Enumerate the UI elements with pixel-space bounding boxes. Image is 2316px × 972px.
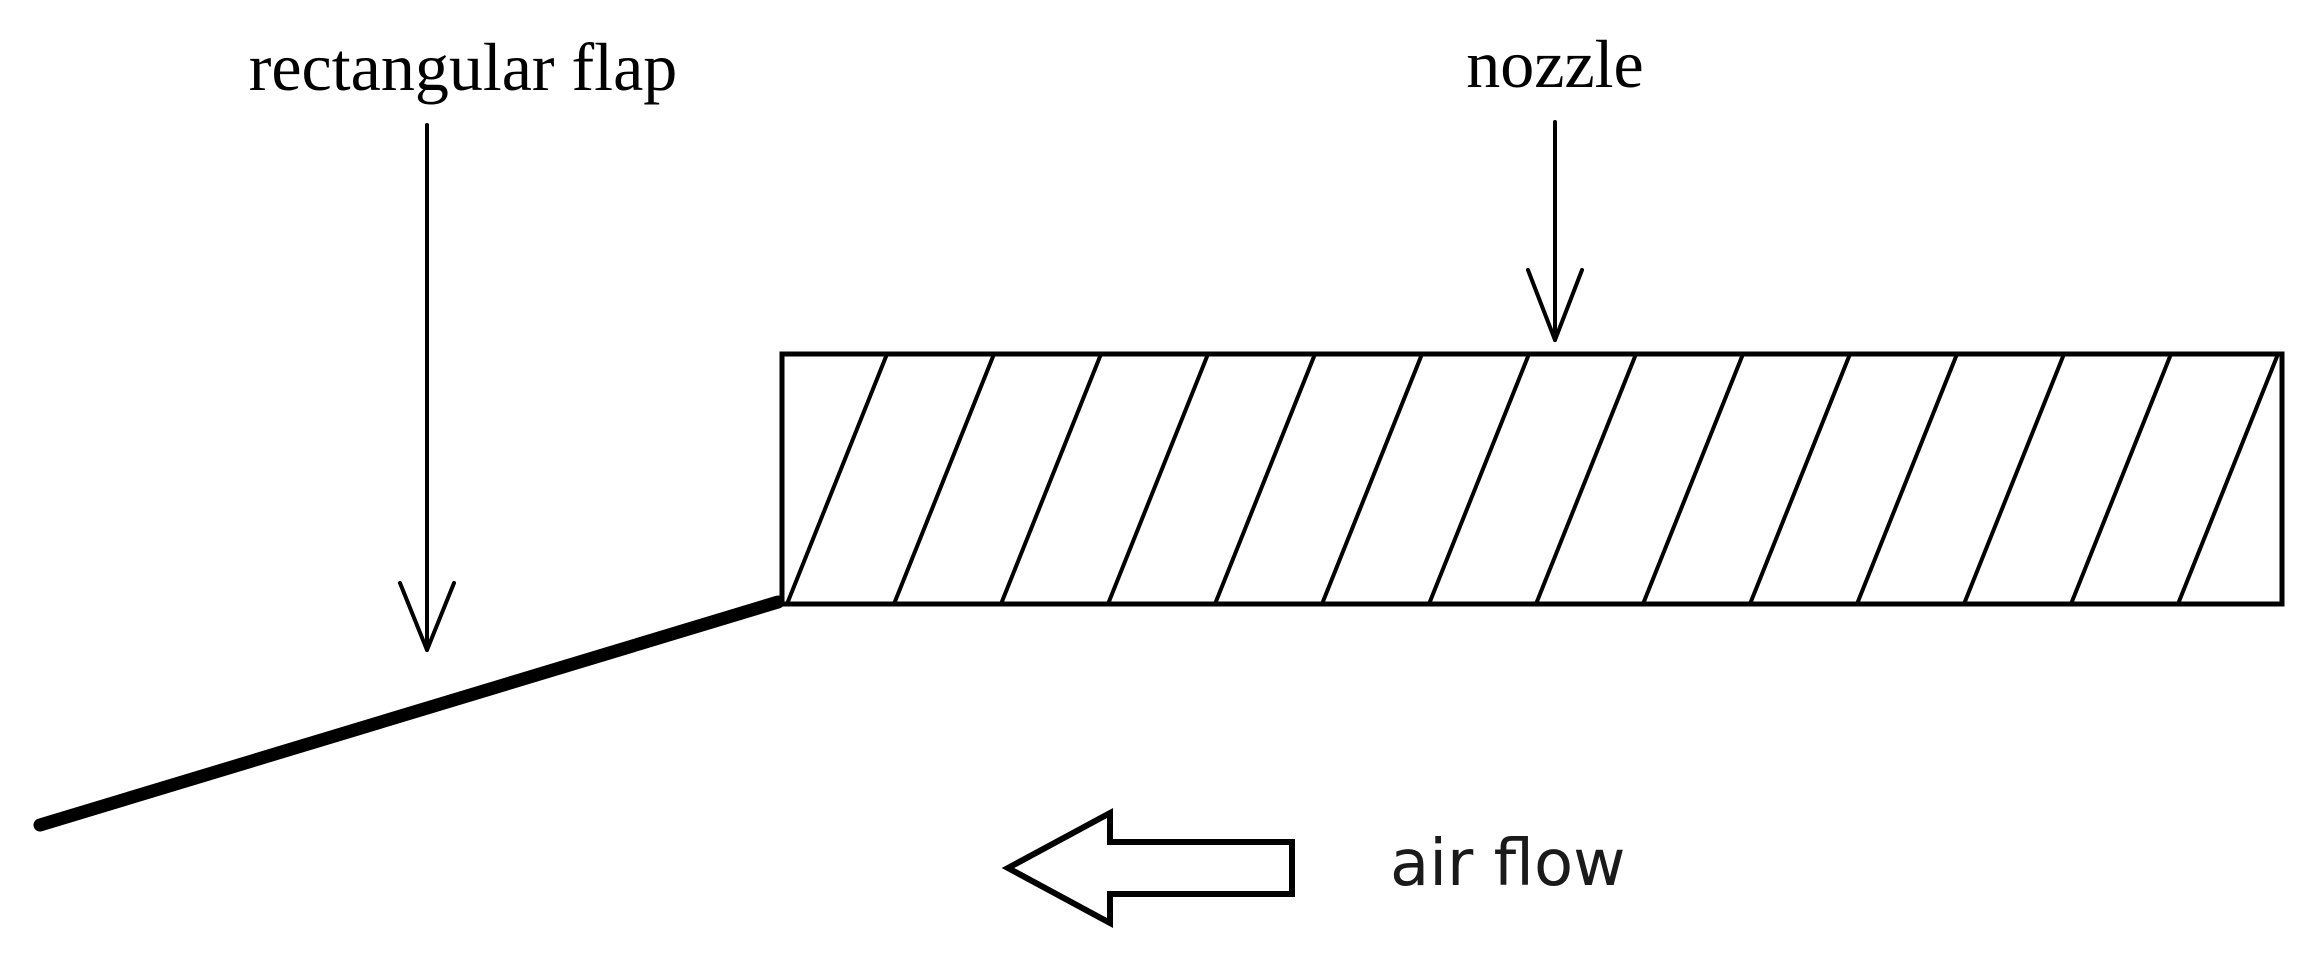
hatch-line xyxy=(1534,354,1638,604)
nozzle-hatching xyxy=(680,354,2316,604)
hatch-line xyxy=(892,354,996,604)
rectangular-flap xyxy=(33,595,785,832)
flap-label: rectangular flap xyxy=(249,29,678,105)
hatch-line xyxy=(1641,354,1745,604)
hatch-line xyxy=(2069,354,2173,604)
hatch-line xyxy=(999,354,1103,604)
hatch-line xyxy=(1320,354,1424,604)
hatch-line xyxy=(1748,354,1852,604)
hatch-line xyxy=(1427,354,1531,604)
hatch-line xyxy=(1106,354,1210,604)
nozzle-outline xyxy=(779,351,2285,607)
hatch-line xyxy=(1855,354,1959,604)
hatch-line xyxy=(1962,354,2066,604)
hatch-line xyxy=(680,354,780,604)
flap-pointer-arrow xyxy=(398,123,456,652)
hatch-line xyxy=(785,354,889,604)
air-flow-label: air flow xyxy=(1390,827,1625,901)
air-flow-arrow-icon xyxy=(1001,807,1295,929)
nozzle-body xyxy=(680,351,2316,607)
nozzle-pointer-arrow xyxy=(1526,120,1584,342)
nozzle-label: nozzle xyxy=(1466,26,1643,102)
hatch-line xyxy=(1213,354,1317,604)
hatch-line xyxy=(2176,354,2280,604)
hatch-line xyxy=(2285,354,2316,604)
